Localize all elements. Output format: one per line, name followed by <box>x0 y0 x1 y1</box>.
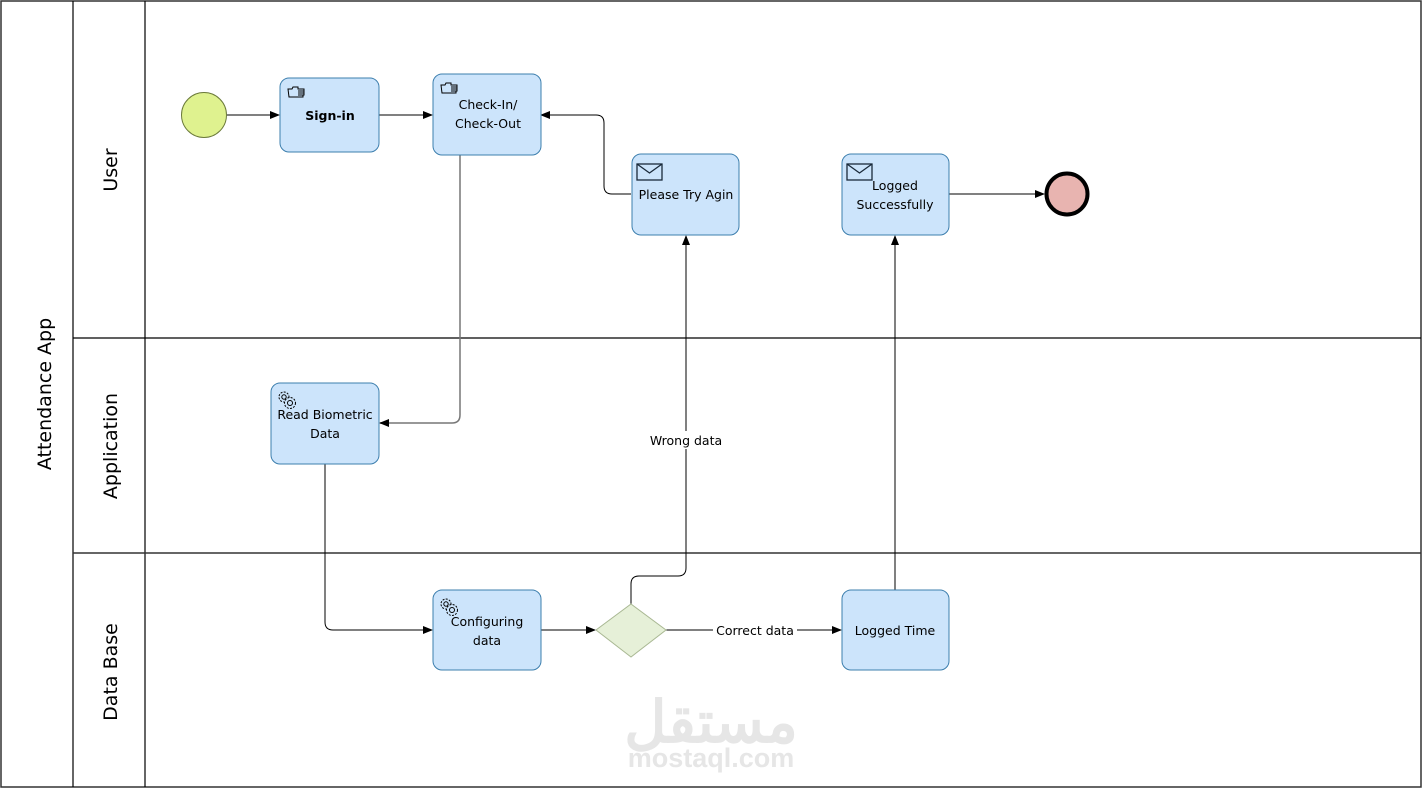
edge-readbiometric-configuring[interactable] <box>324 464 433 634</box>
task-read-biometric-data[interactable]: Read Biometric Data <box>270 382 380 465</box>
task-label: Please Try Agin <box>639 187 734 202</box>
task-label-line2: Check-Out <box>455 116 521 131</box>
edge-checkin-readbiometric[interactable] <box>379 155 461 427</box>
task-label-line2: data <box>473 633 501 648</box>
exclusive-gateway[interactable] <box>595 603 667 658</box>
lane-label-user: User <box>100 148 122 191</box>
task-label-line1: Check-In/ <box>459 97 519 112</box>
task-label-line2: Data <box>310 426 340 441</box>
task-label: Sign-in <box>305 108 355 123</box>
lane-label-application: Application <box>100 393 122 499</box>
task-configuring-data[interactable]: Configuring data <box>432 589 542 671</box>
lane-label-database: Data Base <box>100 623 122 721</box>
task-sign-in[interactable]: Sign-in <box>279 77 380 153</box>
edge-label-correct-data: Correct data <box>716 623 794 638</box>
task-label-line1: Configuring <box>451 614 524 629</box>
end-event[interactable] <box>1044 171 1090 217</box>
task-logged-successfully[interactable]: Logged Successfully <box>841 153 950 236</box>
edge-retry-checkin[interactable] <box>540 111 631 195</box>
task-label-line2: Successfully <box>857 197 935 212</box>
task-label-line1: Read Biometric <box>277 407 372 422</box>
watermark: مستقل mostaql.com <box>624 690 798 773</box>
watermark-arabic: مستقل <box>624 690 798 755</box>
task-check-in-out[interactable]: Check-In/ Check-Out <box>432 73 542 156</box>
task-label: Logged Time <box>855 623 936 638</box>
pool-title: Attendance App <box>34 318 56 470</box>
task-label-line1: Logged <box>872 178 918 193</box>
task-please-try-again[interactable]: Please Try Agin <box>631 153 740 236</box>
start-event[interactable] <box>181 92 227 138</box>
edge-label-wrong-data: Wrong data <box>650 433 722 448</box>
task-logged-time[interactable]: Logged Time <box>841 589 950 671</box>
watermark-latin: mostaql.com <box>628 743 795 773</box>
edge-gateway-retry[interactable] <box>630 235 690 604</box>
